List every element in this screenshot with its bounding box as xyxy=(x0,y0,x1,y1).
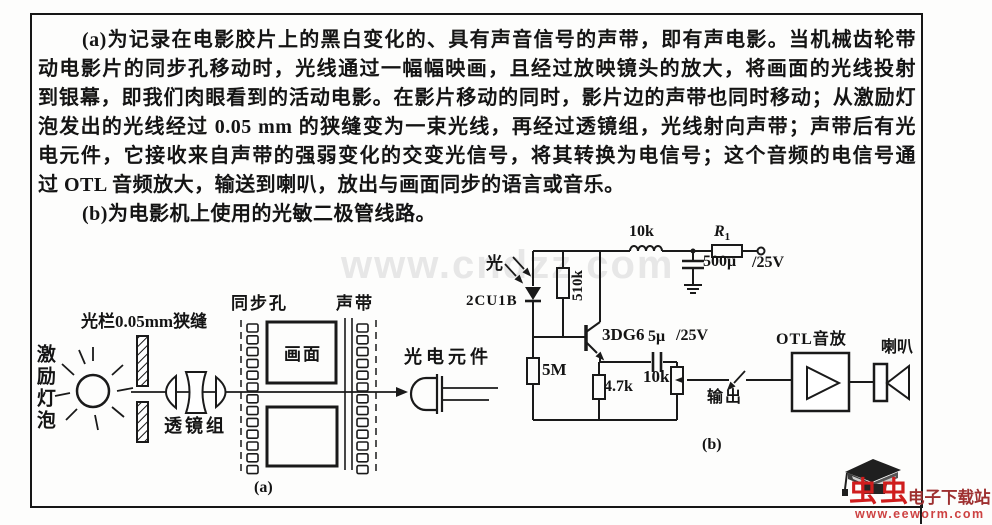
sprocket-holes-right xyxy=(356,323,369,475)
cap-500u-voltage-label: /25V xyxy=(752,254,784,271)
cap-500u-label: 500μ xyxy=(703,253,737,270)
resistor-47k-label: 4.7k xyxy=(604,378,633,395)
capacitor-5u-icon xyxy=(651,352,663,372)
picture-frame-label: 画面 xyxy=(284,345,322,364)
amplifier-label: OTL音放 xyxy=(776,331,847,348)
light-arrows-icon xyxy=(504,256,532,284)
film-frame-2 xyxy=(265,405,339,468)
otl-amplifier-icon xyxy=(790,351,851,413)
slit-label: 光栏0.05mm狭缝 xyxy=(81,312,208,331)
connector-icon xyxy=(726,370,746,391)
resistor-10k-top-icon xyxy=(629,245,663,252)
photodiode-symbol xyxy=(525,287,541,303)
paragraph-line: 电元件，它接收来自声带的强弱变化的交变光信号，将其转换为电信号；这个音频的电信号… xyxy=(38,145,916,167)
paragraph-line: (a)为记录在电影胶片上的黑白变化的、具有声音信号的声带，即有声电影。当机械齿轮… xyxy=(82,29,916,51)
cap-5u-voltage-label: /25V xyxy=(676,327,708,344)
sound-track-label: 声带 xyxy=(336,294,374,313)
resistor-10k-top-label: 10k xyxy=(629,223,654,240)
resistor-510k-label: 510k xyxy=(570,270,586,301)
caption-a: (a) xyxy=(254,479,273,496)
speaker-icon xyxy=(872,362,910,403)
page-border-frame xyxy=(30,13,923,508)
paragraph-line: 泡发出的光线经过 0.05 mm 的狭缝变为一束光线，再经过透镜组，光线射向声带… xyxy=(38,116,916,138)
light-label: 光 xyxy=(486,254,503,273)
resistor-5m-label: 5M xyxy=(542,360,567,379)
logo-site-name: 电子下载站 xyxy=(908,489,991,507)
logo-site-url: www.eeworm.com xyxy=(855,507,985,521)
graduation-cap-icon xyxy=(842,459,901,496)
paragraph-line: 过 OTL 音频放大，输送到喇叭，放出与画面同步的语言或音乐。 xyxy=(38,174,625,196)
supply-terminal xyxy=(756,246,766,256)
output-label: 输出 xyxy=(707,389,744,406)
paragraph-line: 动电影片的同步孔移动时，光线通过一幅幅映画，且经过放映镜头的放大，将画面的光线投… xyxy=(38,58,916,80)
description-paragraph: (a)为记录在电影胶片上的黑白变化的、具有声音信号的声带，即有声电影。当机械齿轮… xyxy=(38,26,916,229)
photo-element-label: 光电元件 xyxy=(404,347,492,367)
photodiode-component-icon xyxy=(409,374,498,414)
transistor-part-label: 3DG6 xyxy=(602,325,645,344)
paragraph-line: 到银幕，即我们肉眼看到的活动电影。在影片移动的同时，影片边的声带也同时移动；从激… xyxy=(38,87,916,109)
resistor-r1-label: R1 xyxy=(714,223,731,243)
film-frame-1 xyxy=(265,320,338,385)
photodiode-part-label: 2CU1B xyxy=(466,293,518,309)
circuit-b xyxy=(504,244,910,421)
ground-icon xyxy=(684,284,702,294)
paragraph-line: (b)为电影机上使用的光敏二极管线路。 xyxy=(82,203,436,225)
logo-brand-text: 虫虫 xyxy=(849,476,912,507)
slit-plates xyxy=(136,335,149,443)
lamp-icon xyxy=(54,347,134,431)
cap-5u-label: 5μ xyxy=(648,328,666,345)
pot-10k-label: 10k xyxy=(643,367,670,386)
sync-holes-label: 同步孔 xyxy=(231,294,288,313)
film-strip xyxy=(240,318,377,475)
sprocket-holes-left xyxy=(246,323,259,475)
lens-group-label: 透镜组 xyxy=(164,416,227,436)
resistor-5m-icon xyxy=(526,357,540,385)
speaker-label: 喇叭 xyxy=(881,339,914,356)
resistor-510k-icon xyxy=(556,267,570,299)
lamp-label: 激励灯泡 xyxy=(33,344,55,432)
caption-b: (b) xyxy=(702,436,722,453)
lens-group-icon xyxy=(165,371,227,414)
